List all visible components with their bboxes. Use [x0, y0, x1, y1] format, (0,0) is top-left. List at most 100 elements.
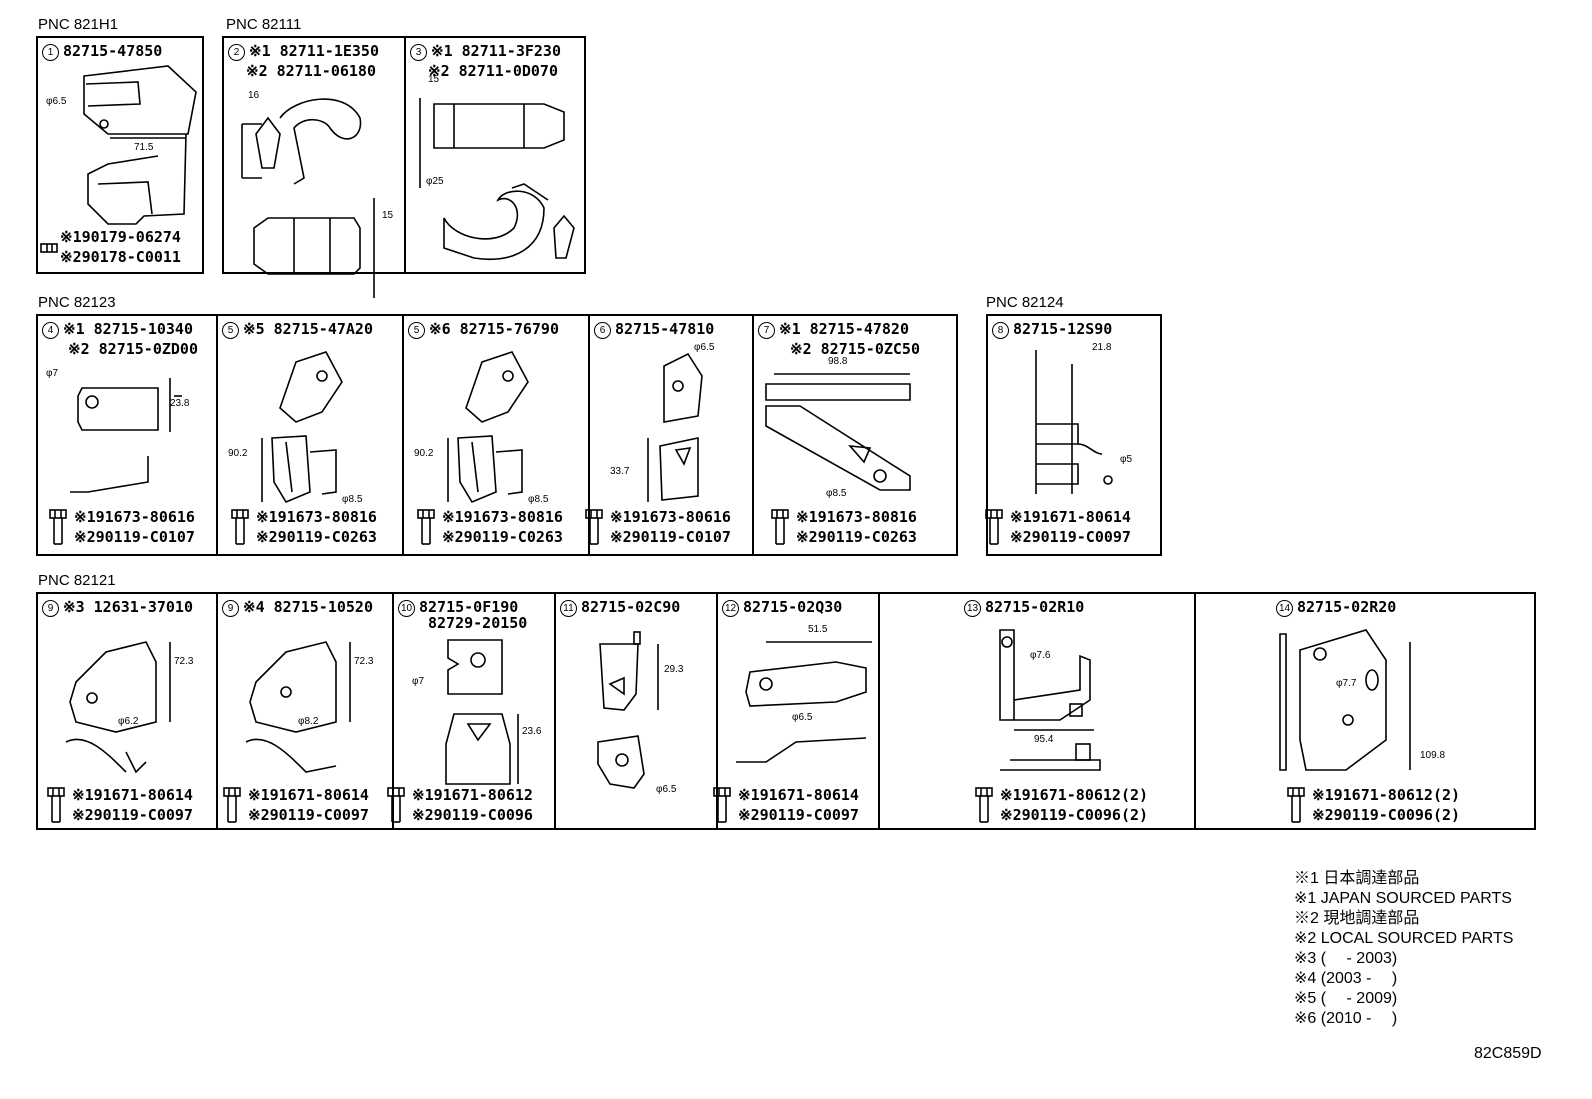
dim-length: 95.4 — [1034, 734, 1054, 745]
bracket-drawing — [999, 629, 1101, 771]
fastener-number-2: ※290119-C0096 — [412, 806, 533, 824]
fastener-number-2: ※290119-C0107 — [610, 528, 731, 546]
index-circle: 3 — [410, 44, 427, 61]
part-number: 2※1 82711-1E350 — [228, 42, 379, 61]
part-cell-5-a[interactable]: 5※5 82715-47A20 90.2 φ8.5 ※191673-80816 … — [216, 316, 402, 554]
part-number-alt: ※2 82715-0ZD00 — [68, 340, 198, 358]
dim-height: 29.3 — [664, 664, 684, 675]
dim-hole: φ6.2 — [118, 716, 139, 727]
part-number-alt: 82729-20150 — [428, 614, 528, 632]
dim-height: 23.8 — [170, 398, 190, 409]
part-number: 4※1 82715-10340 — [42, 320, 193, 339]
fastener-number-1: ※191671-80614 — [1010, 508, 1131, 526]
pnc-label-82123: PNC 82123 — [38, 294, 116, 311]
fastener-number-2: ※290119-C0263 — [442, 528, 563, 546]
dim-height: 72.3 — [174, 656, 194, 667]
dim-height: 109.8 — [1420, 750, 1446, 761]
index-circle: 2 — [228, 44, 245, 61]
bolt-icon — [585, 509, 603, 545]
part-cell-7[interactable]: 7※1 82715-47820 ※2 82715-0ZC50 98.8 φ8.5… — [752, 316, 958, 554]
fastener-number-2: ※290119-C0097 — [248, 806, 369, 824]
index-circle: 11 — [560, 600, 577, 617]
dim-hole: φ5 — [1120, 454, 1133, 465]
fastener-number-2: ※290119-C0263 — [796, 528, 917, 546]
index-circle: 8 — [992, 322, 1009, 339]
part-group-82121: 9※3 12631-37010 72.3 φ6.2 ※191671-80614 … — [36, 592, 1536, 830]
bolt-icon — [387, 787, 405, 823]
legend-item: ※5 ( - 2009) — [1294, 990, 1398, 1007]
fastener-number-2: ※290178-C0011 — [60, 248, 181, 266]
bracket-drawing — [445, 639, 519, 785]
part-number-alt: ※2 82711-0D070 — [428, 62, 558, 80]
fastener-number-2: ※290119-C0096(2) — [1312, 806, 1461, 824]
dim-diameter: φ25 — [426, 176, 444, 187]
dim-height: 90.2 — [228, 448, 248, 459]
index-circle: 13 — [964, 600, 981, 617]
dim-height-top: 16 — [248, 90, 260, 101]
part-cell-4[interactable]: 4※1 82715-10340 ※2 82715-0ZD00 φ7 23.8 ※… — [38, 316, 218, 554]
part-cell-5-b[interactable]: 5※6 82715-76790 90.2 φ8.5 ※191673-80816 … — [402, 316, 588, 554]
dim-hole: φ8.5 — [342, 494, 363, 505]
fastener-number-1: ※191673-80616 — [610, 508, 731, 526]
fastener-number-1: ※191671-80614 — [72, 786, 193, 804]
dim-height-bottom: 15 — [382, 210, 394, 221]
fastener-number-2: ※290119-C0097 — [1010, 528, 1131, 546]
legend-item: ※6 (2010 - ) — [1294, 1010, 1398, 1027]
part-number: 3※1 82711-3F230 — [410, 42, 561, 61]
bolt-icon — [417, 509, 435, 545]
clip-drawing — [241, 98, 375, 298]
index-circle: 12 — [722, 600, 739, 617]
part-group-82111: 2※1 82711-1E350 ※2 82711-06180 16 15 3※1… — [222, 36, 586, 298]
bolt-icon — [49, 509, 67, 545]
part-cell-3[interactable]: 3※1 82711-3F230 ※2 82711-0D070 15 φ25 — [404, 38, 586, 272]
pnc-label-821H1: PNC 821H1 — [38, 16, 119, 33]
part-number: 9※4 82715-10520 — [222, 598, 373, 617]
dim-hole: φ7.6 — [1030, 650, 1051, 661]
fastener-number-2: ※290119-C0107 — [74, 528, 195, 546]
dim-height: 33.7 — [610, 466, 630, 477]
bracket-drawing — [261, 351, 343, 504]
pnc-label-82111: PNC 82111 — [226, 16, 302, 33]
fastener-number-1: ※190179-06274 — [60, 228, 181, 246]
dim-hole: φ6.5 — [656, 784, 677, 795]
part-cell-9-b[interactable]: 9※4 82715-10520 72.3 φ8.2 ※191671-80614 … — [216, 594, 394, 828]
fastener-number-2: ※290119-C0097 — [738, 806, 859, 824]
index-circle: 4 — [42, 322, 59, 339]
legend-item: ※2 現地調達部品 — [1294, 910, 1420, 927]
bracket-drawing — [647, 352, 703, 502]
part-cell-2[interactable]: 2※1 82711-1E350 ※2 82711-06180 16 15 — [224, 38, 406, 298]
part-cell-9-a[interactable]: 9※3 12631-37010 72.3 φ6.2 ※191671-80614 … — [38, 594, 218, 828]
index-circle: 7 — [758, 322, 775, 339]
dim-hole: φ8.5 — [528, 494, 549, 505]
fastener-number-1: ※191671-80612(2) — [1312, 786, 1461, 804]
dim-hole: φ7.7 — [1336, 678, 1357, 689]
index-circle: 5 — [408, 322, 425, 339]
bolt-icon — [223, 787, 241, 823]
dim-hole: φ6.5 — [792, 712, 813, 723]
bolt-icon — [771, 509, 789, 545]
bolt-icon — [713, 787, 731, 823]
fastener-number-1: ※191671-80612(2) — [1000, 786, 1149, 804]
bolt-icon — [985, 509, 1003, 545]
index-circle: 10 — [398, 600, 415, 617]
dim-hole: φ7 — [412, 676, 425, 687]
dim-length: 71.5 — [134, 142, 154, 153]
bracket-drawing — [1035, 350, 1113, 494]
dim-height: 23.6 — [522, 726, 542, 737]
dim-length: 98.8 — [828, 356, 848, 367]
bracket-drawing — [765, 373, 911, 491]
bracket-drawing — [447, 351, 529, 504]
legend-item: ※3 ( - 2003) — [1294, 950, 1398, 967]
